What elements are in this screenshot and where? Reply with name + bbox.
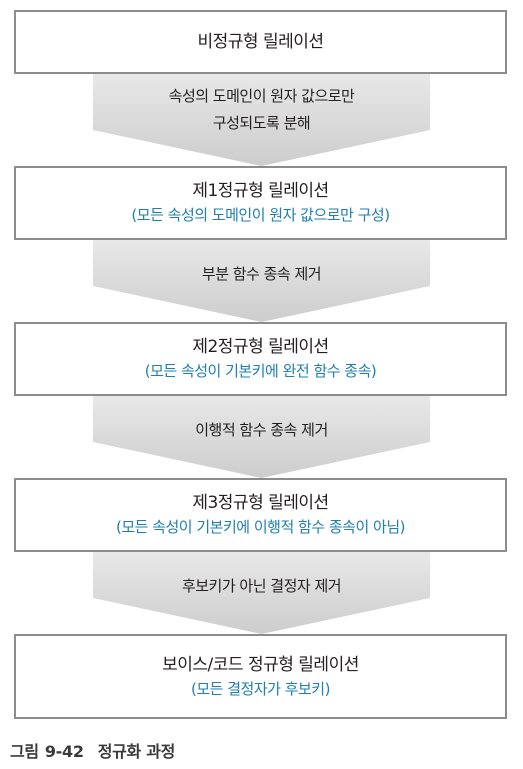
transition-label: 부분 함수 종속 제거 <box>201 265 322 283</box>
step-box-bcnf: 보이스/코드 정규형 릴레이션 (모든 결정자가 후보키) <box>14 634 507 719</box>
step-title: 제3정규형 릴레이션 <box>192 493 329 513</box>
arrow-shape <box>93 552 430 634</box>
step-note: (모든 결정자가 후보키) <box>191 679 330 698</box>
step-title: 제1정규형 릴레이션 <box>192 181 329 201</box>
caption-text: 정규화 과정 <box>97 742 176 761</box>
transition-arrow-3: 이행적 함수 종속 제거 <box>93 396 430 478</box>
step-title: 비정규형 릴레이션 <box>197 32 324 52</box>
caption-number: 9-42 <box>44 742 84 761</box>
step-title: 보이스/코드 정규형 릴레이션 <box>162 654 359 675</box>
step-box-1nf: 제1정규형 릴레이션 (모든 속성의 도메인이 원자 값으로만 구성) <box>14 166 507 240</box>
transition-label: 속성의 도메인이 원자 값으로만 <box>168 87 355 105</box>
step-note: (모든 속성이 기본키에 이행적 함수 종속이 아님) <box>115 518 406 536</box>
arrow-shape <box>93 240 430 322</box>
caption-prefix: 그림 <box>10 742 39 761</box>
transition-arrow-4: 후보키가 아닌 결정자 제거 <box>93 552 430 634</box>
step-box-3nf: 제3정규형 릴레이션 (모든 속성이 기본키에 이행적 함수 종속이 아님) <box>14 478 507 552</box>
step-title: 제2정규형 릴레이션 <box>192 337 329 357</box>
transition-arrow-2: 부분 함수 종속 제거 <box>93 240 430 322</box>
transition-label: 이행적 함수 종속 제거 <box>195 421 328 439</box>
transition-label: 후보키가 아닌 결정자 제거 <box>181 577 342 595</box>
step-note: (모든 속성의 도메인이 원자 값으로만 구성) <box>131 206 390 224</box>
transition-label-line2: 구성되도록 분해 <box>212 114 311 132</box>
transition-arrow-1: 속성의 도메인이 원자 값으로만 구성되도록 분해 <box>93 74 430 166</box>
arrow-shape <box>93 74 430 166</box>
step-note: (모든 속성이 기본키에 완전 함수 종속) <box>144 362 377 380</box>
arrow-shape <box>93 396 430 478</box>
figure-caption: 그림 9-42 정규화 과정 <box>10 738 175 762</box>
step-box-2nf: 제2정규형 릴레이션 (모든 속성이 기본키에 완전 함수 종속) <box>14 322 507 396</box>
step-box-unnormalized: 비정규형 릴레이션 <box>14 10 507 74</box>
